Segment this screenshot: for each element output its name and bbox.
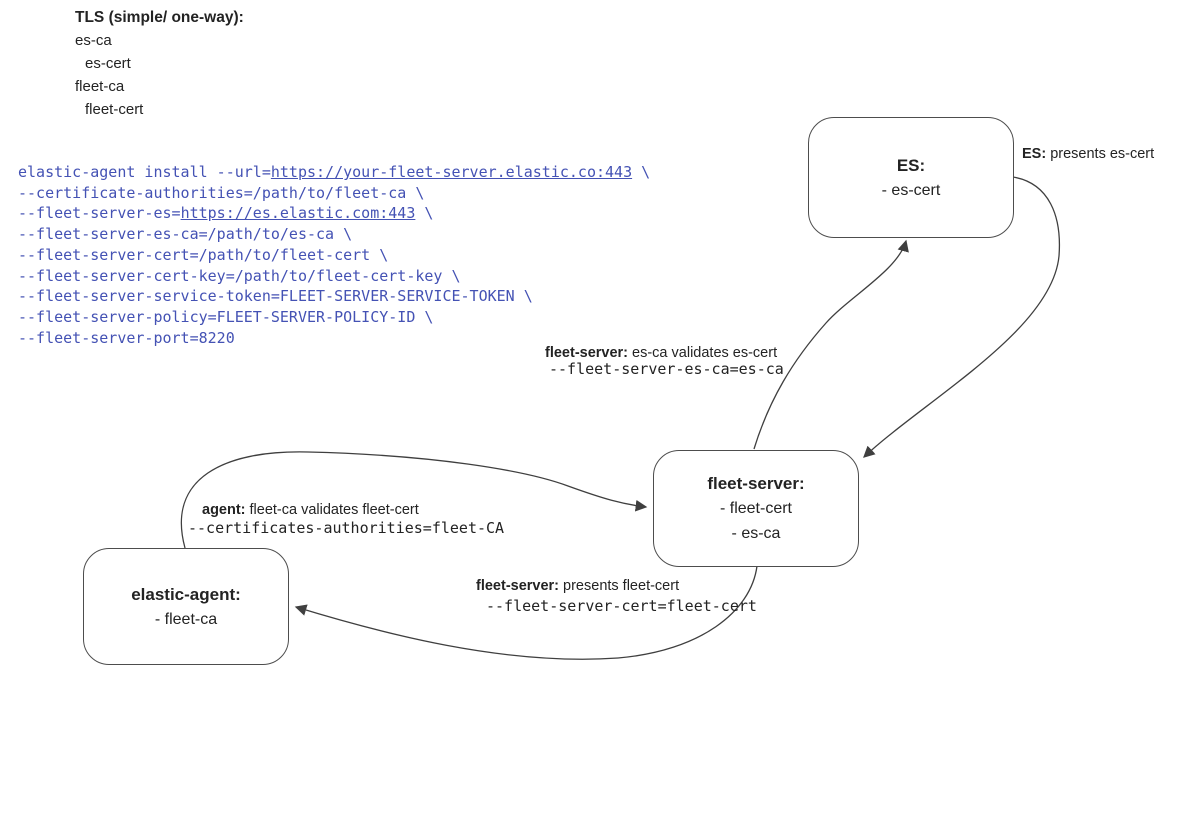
legend-item-fleet-cert: fleet-cert — [85, 101, 144, 118]
command-line: --fleet-server-cert=/path/to/fleet-cert … — [18, 245, 650, 266]
command-text: --certificate-authorities=/path/to/fleet… — [18, 183, 425, 202]
legend-title: TLS (simple/ one-way): — [75, 9, 244, 26]
command-text: \ — [632, 163, 651, 181]
edge-label-fleet-server-validates-bold: fleet-server: — [545, 345, 629, 361]
command-line: --fleet-server-service-token=FLEET-SERVE… — [18, 286, 650, 307]
legend-item-es-ca: es-ca — [75, 32, 112, 49]
edge-label-fleet-server-presents-mono: --fleet-server-cert=fleet-cert — [486, 597, 757, 615]
node-es-item: - es-cert — [881, 181, 941, 199]
legend-item-fleet-ca: fleet-ca — [75, 78, 125, 95]
edge-label-fleet-server-validates: fleet-server: es-ca validates es-cert — [545, 345, 777, 361]
command-text: \ — [415, 204, 434, 223]
command-text: --fleet-server-es= — [18, 204, 181, 223]
node-fleet-server-item: - fleet-cert — [719, 500, 792, 517]
command-text: --fleet-server-cert-key=/path/to/fleet-c… — [18, 266, 461, 285]
command-block: elastic-agent install --url=https://your… — [18, 162, 650, 348]
legend: TLS (simple/ one-way): es-ca es-cert fle… — [75, 6, 244, 121]
command-line: --fleet-server-es-ca=/path/to/es-ca \ — [18, 224, 650, 245]
command-line: elastic-agent install --url=https://your… — [18, 162, 650, 183]
node-fleet-server-item: - es-ca — [731, 525, 781, 542]
command-line: --fleet-server-es=https://es.elastic.com… — [18, 203, 650, 224]
edge-label-agent-validates: agent: fleet-ca validates fleet-cert — [202, 502, 419, 518]
node-es-title: ES: — [896, 155, 926, 175]
command-line: --certificate-authorities=/path/to/fleet… — [18, 183, 650, 204]
command-line: --fleet-server-port=8220 — [18, 328, 650, 349]
node-es: ES: - es-cert — [808, 117, 1014, 238]
command-url-link[interactable]: https://your-fleet-server.elastic.co:443 — [270, 163, 633, 181]
command-text: --fleet-server-service-token=FLEET-SERVE… — [18, 287, 533, 306]
edge-label-agent-validates-text: fleet-ca validates fleet-cert — [245, 502, 419, 518]
command-text: --fleet-server-policy=FLEET-SERVER-POLIC… — [18, 307, 434, 326]
edge-label-es-presents: ES: presents es-cert — [1022, 146, 1154, 162]
node-fleet-server-title: fleet-server: — [707, 474, 805, 493]
edge-label-fleet-server-validates-mono: --fleet-server-es-ca=es-ca — [549, 360, 784, 378]
node-fleet-server: fleet-server: - fleet-cert - es-ca — [653, 450, 859, 567]
edge-label-fleet-server-presents-text: presents fleet-cert — [559, 578, 680, 594]
node-elastic-agent-title: elastic-agent: — [131, 584, 241, 604]
edge-label-fleet-server-presents-bold: fleet-server: — [476, 578, 560, 594]
node-elastic-agent-item: - fleet-ca — [154, 610, 218, 628]
command-url-link[interactable]: https://es.elastic.com:443 — [180, 204, 416, 223]
edge-label-fleet-server-presents: fleet-server: presents fleet-cert — [476, 578, 679, 594]
edge-label-es-presents-bold: ES: — [1022, 146, 1047, 162]
edge-label-es-presents-text: presents es-cert — [1046, 146, 1155, 162]
edge-label-agent-validates-bold: agent: — [202, 502, 246, 518]
command-text: elastic-agent install --url= — [18, 163, 271, 181]
command-line: --fleet-server-cert-key=/path/to/fleet-c… — [18, 266, 650, 287]
command-line: --fleet-server-policy=FLEET-SERVER-POLIC… — [18, 307, 650, 328]
legend-item-es-cert: es-cert — [85, 55, 131, 72]
edge-label-agent-validates-mono: --certificates-authorities=fleet-CA — [188, 519, 505, 537]
edge-label-fleet-server-validates-text: es-ca validates es-cert — [628, 345, 778, 361]
node-elastic-agent: elastic-agent: - fleet-ca — [83, 548, 289, 665]
command-text: --fleet-server-cert=/path/to/fleet-cert … — [18, 245, 389, 264]
command-text: --fleet-server-es-ca=/path/to/es-ca \ — [18, 225, 353, 244]
command-text: --fleet-server-port=8220 — [18, 328, 235, 347]
